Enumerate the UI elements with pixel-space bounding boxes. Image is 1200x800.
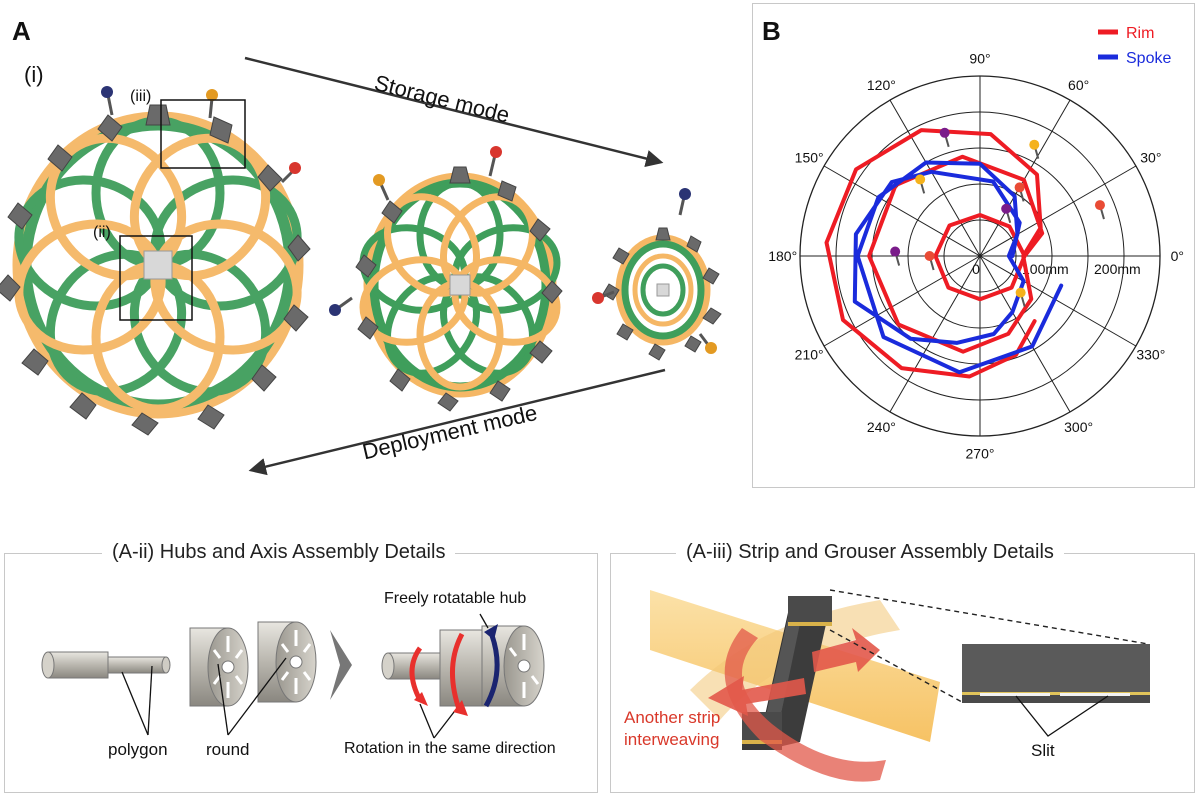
polar-grid-spoke	[979, 165, 1137, 257]
leader-lines-ii	[121, 657, 287, 736]
polar-grid-spoke	[823, 255, 981, 347]
polar-angle-label: 0°	[1171, 248, 1184, 264]
polar-grid-spoke	[889, 255, 981, 413]
polar-radial-label: 200mm	[1094, 261, 1141, 277]
zoom-line-bottom	[829, 629, 963, 703]
marker-pin	[1014, 182, 1025, 193]
polar-angle-label: 60°	[1068, 77, 1089, 93]
polar-grid-spoke	[889, 99, 981, 257]
leader-lines-ii-right	[419, 613, 489, 739]
interweaving-arrows	[708, 628, 886, 782]
round-label: round	[206, 740, 250, 759]
marker-pin	[890, 246, 901, 257]
polar-angle-label: 150°	[795, 149, 824, 165]
slit-inset	[962, 644, 1150, 703]
polar-grid-spoke	[979, 255, 1071, 413]
polar-radial-label: 0	[972, 261, 980, 277]
rotation-arrows	[409, 624, 500, 716]
polar-grid-spoke	[979, 255, 1137, 347]
series-line-rim	[824, 128, 1045, 379]
polar-radial-label: 100mm	[1022, 261, 1069, 277]
marker-pin	[1001, 203, 1012, 214]
polar-angle-label: 330°	[1136, 347, 1165, 363]
callout-box-ii	[119, 235, 193, 321]
panel-a-letter: A	[12, 16, 31, 46]
marker-pin	[939, 127, 950, 138]
panel-b-letter: B	[762, 16, 781, 46]
grouser	[742, 596, 832, 750]
legend-label-spoke: Spoke	[1126, 50, 1171, 67]
rotation-same-direction-label: Rotation in the same direction	[344, 740, 556, 757]
storage-mode-arrow	[244, 56, 664, 168]
sublabel-ii: (ii)	[93, 224, 111, 241]
marker-pin	[1029, 139, 1040, 150]
panel-a-iii-title: (A-iii) Strip and Grouser Assembly Detai…	[676, 541, 1064, 564]
polar-angle-label: 90°	[969, 51, 990, 67]
medium-wheel	[355, 166, 563, 412]
polar-angle-label: 180°	[768, 248, 797, 264]
panel-a-illustration	[0, 56, 722, 476]
polar-angle-label: 270°	[966, 445, 995, 461]
slit-leader-lines	[1015, 695, 1109, 737]
polar-grid-spoke	[979, 99, 1071, 257]
hub-assembled	[381, 625, 545, 707]
another-strip-label: Another strip interweaving	[624, 708, 721, 749]
polar-angle-label: 300°	[1064, 419, 1093, 435]
callout-box-iii	[160, 99, 246, 169]
separator-chevron	[330, 630, 352, 700]
sublabel-i: (i)	[24, 62, 44, 87]
legend-label-rim: Rim	[1126, 25, 1154, 42]
polar-angle-label: 210°	[795, 347, 824, 363]
freely-rotatable-hub-label: Freely rotatable hub	[384, 590, 527, 607]
marker-pin	[1015, 287, 1026, 298]
marker-pin	[1094, 200, 1105, 211]
series-line-spoke	[852, 160, 1064, 375]
large-wheel-pins	[101, 86, 301, 184]
small-wheel-pins	[592, 188, 717, 354]
polar-angle-label: 30°	[1140, 149, 1161, 165]
polar-angle-label: 120°	[867, 77, 896, 93]
panel-b-frame	[752, 3, 1195, 488]
sublabel-iii: (iii)	[130, 88, 152, 105]
panel-a-ii-title: (A-ii) Hubs and Axis Assembly Details	[102, 541, 456, 564]
medium-wheel-pins	[329, 146, 502, 316]
small-wheel	[602, 227, 722, 361]
polygon-label: polygon	[108, 740, 168, 759]
marker-pin	[924, 251, 935, 261]
deployment-mode-arrow	[248, 368, 666, 476]
slit-label: Slit	[1031, 741, 1055, 760]
polar-angle-label: 240°	[867, 419, 896, 435]
marker-pin	[915, 174, 926, 185]
